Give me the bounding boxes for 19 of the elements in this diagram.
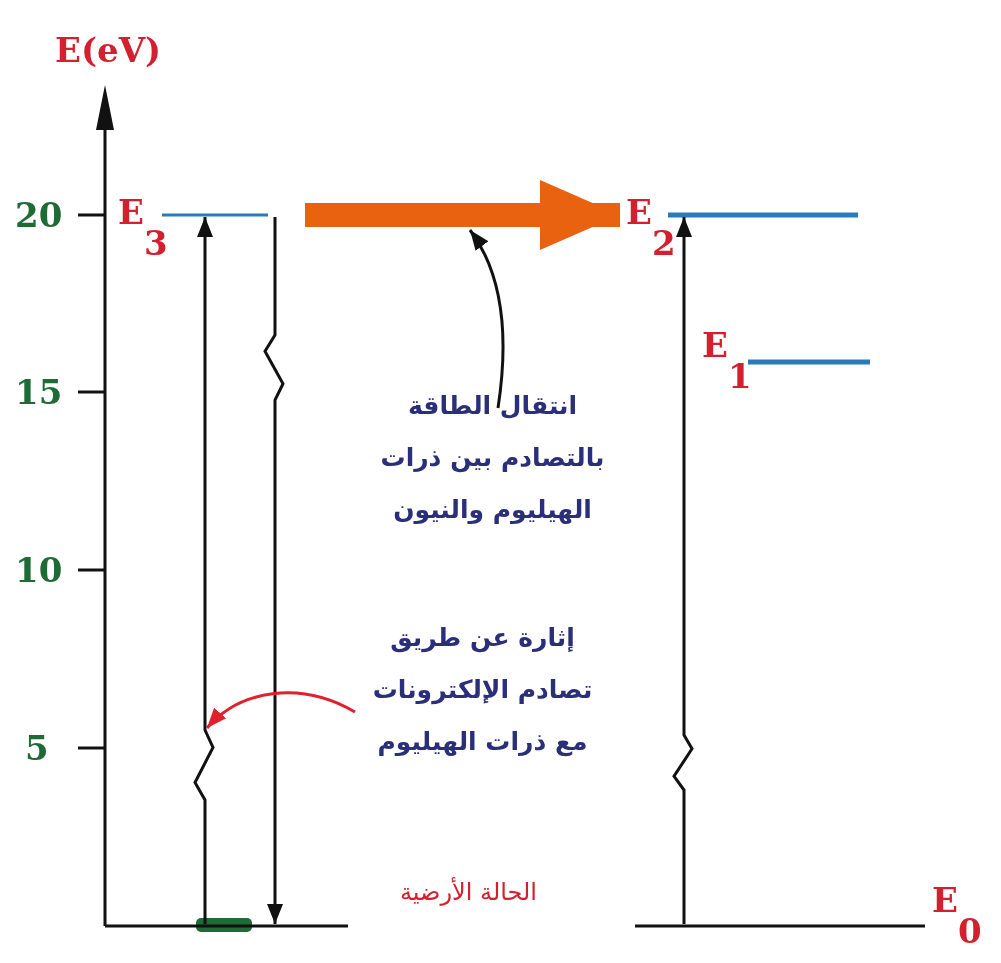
transition-arrow bbox=[672, 217, 694, 924]
tick-label: 10 bbox=[15, 550, 63, 590]
energy-transfer-arrow bbox=[305, 180, 620, 250]
tick-label: 20 bbox=[15, 195, 63, 235]
axis-label: E(eV) bbox=[55, 30, 162, 70]
ground-level-line bbox=[105, 924, 348, 928]
state-label: الحالة الأرضية bbox=[400, 878, 538, 906]
annotation-text: انتقال الطاقة بالتصادم بين ذرات الهيليوم والنيون bbox=[375, 380, 610, 536]
energy-level bbox=[635, 924, 925, 928]
transition-arrow bbox=[263, 217, 285, 924]
leader-arrow bbox=[468, 229, 505, 409]
leader-arrow bbox=[205, 691, 356, 730]
annotation-text: إثارة عن طريق تصادم الإلكترونات مع ذرات الهيليوم bbox=[365, 612, 600, 768]
energy-level bbox=[162, 213, 268, 217]
tick-label: 5 bbox=[25, 728, 49, 768]
energy-level bbox=[668, 212, 858, 218]
energy-level bbox=[748, 359, 870, 365]
transition-arrow bbox=[193, 217, 215, 924]
tick-label: 15 bbox=[15, 372, 63, 412]
